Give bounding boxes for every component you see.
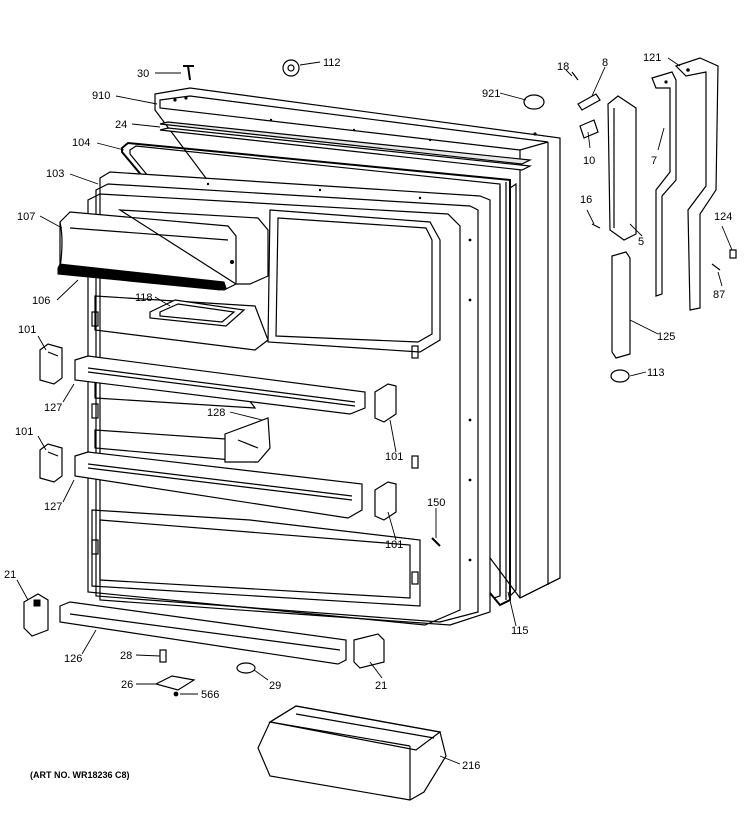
label-127-b: 127 [44,501,62,513]
label-113: 113 [647,367,665,379]
screw-150 [431,537,441,547]
label-30: 30 [137,68,149,80]
label-10: 10 [583,155,595,167]
screw-87 [711,263,721,271]
hinge-bottom-right [353,633,385,669]
label-101-a: 101 [18,324,36,336]
door-bin-216 [257,705,447,801]
label-101-b: 101 [385,451,403,463]
label-128: 128 [207,407,225,419]
shelf-bracket-left-lower [39,443,63,483]
screw-18 [571,71,579,81]
bottom-trim-126 [59,601,347,665]
screw-566 [173,691,179,697]
label-24: 24 [115,119,127,131]
leader-lines [16,57,733,765]
label-121: 121 [643,52,661,64]
handle-bracket-125 [611,251,631,359]
label-8: 8 [602,57,608,69]
hinge-cover-10 [579,119,599,139]
label-101-d: 101 [385,539,403,551]
label-115: 115 [511,625,529,637]
screw-16 [591,223,601,229]
shim-26 [154,675,196,691]
hinge-bracket-5 [607,95,637,241]
screw-30 [183,65,194,81]
callout-labels: 30 112 910 921 18 8 121 24 104 103 10 7 … [4,52,732,780]
label-150: 150 [427,497,445,509]
label-16: 16 [580,194,592,206]
label-104: 104 [72,137,90,149]
label-101-c: 101 [15,426,33,438]
label-21-b: 21 [375,680,387,692]
label-28: 28 [120,650,132,662]
plug-921 [523,94,545,110]
label-29: 29 [269,680,281,692]
label-921: 921 [482,88,500,100]
label-216: 216 [462,760,480,772]
label-21-a: 21 [4,569,16,581]
label-910: 910 [92,90,110,102]
label-103: 103 [46,168,64,180]
label-107: 107 [17,211,35,223]
label-124: 124 [714,211,732,223]
spacer-28 [159,649,167,663]
shelf-clip [224,417,271,463]
plug-124 [729,249,737,259]
butter-tray [149,299,246,327]
shelf-front-upper [74,355,366,415]
plug-112 [282,59,300,77]
handle-7 [651,71,677,297]
label-125: 125 [657,331,675,343]
dairy-compartment-liner [117,209,269,285]
label-112: 112 [323,57,341,69]
label-7: 7 [651,155,657,167]
dairy-compartment-door [57,211,237,291]
label-118: 118 [135,292,153,304]
shelf-bracket-right-upper [374,383,397,423]
label-126: 126 [64,653,82,665]
label-18: 18 [557,61,569,73]
label-566: 566 [201,689,219,701]
cap-113 [610,369,630,383]
hinge-bottom-left [23,593,49,637]
label-5: 5 [638,236,644,248]
label-106: 106 [32,295,50,307]
cap-29 [236,662,256,674]
hinge-pin-8 [577,93,601,111]
door-trim-strip [159,121,533,171]
label-127-a: 127 [44,402,62,414]
shelf-bracket-left-upper [39,343,63,385]
art-number-note: (ART NO. WR18236 C8) [30,770,130,780]
shelf-bracket-right-lower [374,481,397,521]
shelf-front-lower [74,451,363,519]
door-trim-115 [509,182,517,598]
label-87: 87 [713,289,725,301]
label-26: 26 [121,679,133,691]
handle-121 [674,57,719,311]
